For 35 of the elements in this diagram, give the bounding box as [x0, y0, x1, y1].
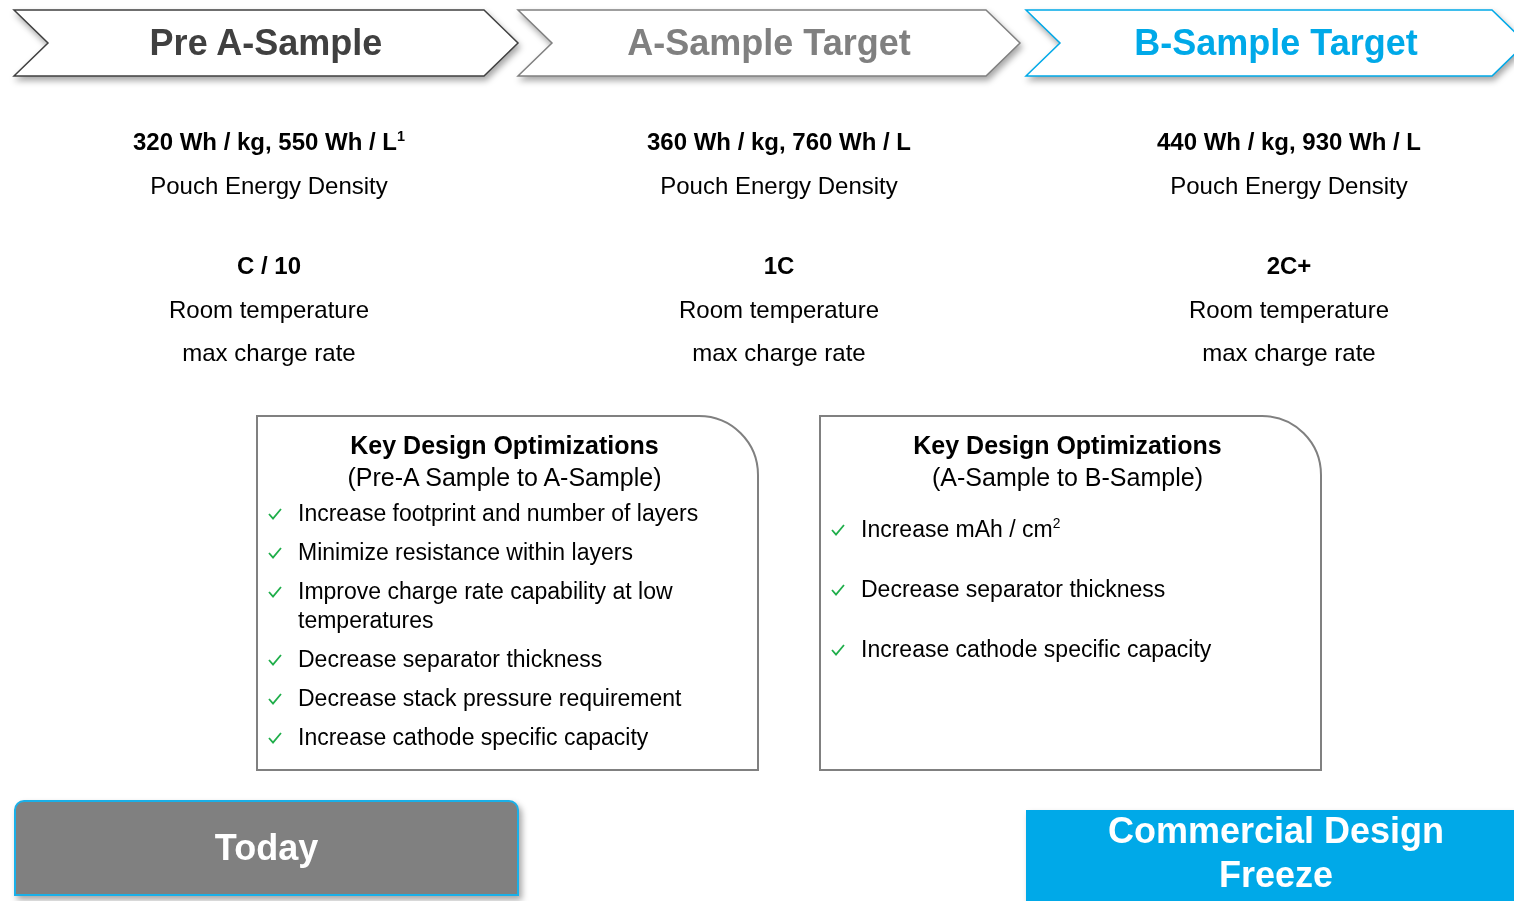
panel-heading: Key Design Optimizations [912, 430, 1223, 461]
metric-text: 2C+ [1266, 252, 1312, 280]
metric-text: 440 Wh / kg, 930 Wh / L [1156, 128, 1422, 156]
metric-text: Pouch Energy Density [150, 172, 388, 200]
stage-title: Pre A-Sample [149, 22, 383, 64]
optimization-item: Improve charge rate capability at low temperatures [298, 577, 674, 635]
metric-text: 1C [763, 252, 795, 280]
metric-text: 320 Wh / kg, 550 Wh / L$^{1}$ [132, 128, 406, 156]
optimization-item: Increase cathode specific capacity [298, 723, 649, 752]
optimization-item: Decrease separator thickness [298, 645, 603, 674]
optimization-item: Decrease stack pressure requirement [298, 684, 682, 713]
metric-text: 360 Wh / kg, 760 Wh / L [646, 128, 912, 156]
metric-text: Pouch Energy Density [1170, 172, 1408, 200]
metric-text: max charge rate [1202, 339, 1376, 367]
optimization-panel [256, 415, 759, 771]
optimization-item: Increase footprint and number of layers [298, 499, 699, 528]
metric-text: Room temperature [168, 296, 370, 324]
panel-heading: Key Design Optimizations [349, 430, 660, 461]
metric-text: Room temperature [678, 296, 880, 324]
metric-text: max charge rate [692, 339, 866, 367]
milestone-banner: Today [14, 800, 519, 896]
metric-text: Room temperature [1188, 296, 1390, 324]
metric-text: Pouch Energy Density [660, 172, 898, 200]
stage-title: B-Sample Target [1134, 22, 1418, 64]
metric-text: max charge rate [182, 339, 356, 367]
optimization-panel [819, 415, 1322, 771]
metric-text: C / 10 [237, 252, 301, 280]
panel-subheading: (Pre-A Sample to A-Sample) [346, 462, 663, 493]
optimization-item: Increase mAh / cm$^{2}$ [861, 515, 1061, 544]
panel-subheading: (A-Sample to B-Sample) [931, 462, 1204, 493]
optimization-item: Minimize resistance within layers [298, 538, 633, 567]
milestone-banner: Commercial Design Freeze [1026, 810, 1514, 901]
optimization-item: Increase cathode specific capacity [861, 635, 1212, 664]
stage-title: A-Sample Target [627, 22, 911, 64]
optimization-item: Decrease separator thickness [861, 575, 1166, 604]
